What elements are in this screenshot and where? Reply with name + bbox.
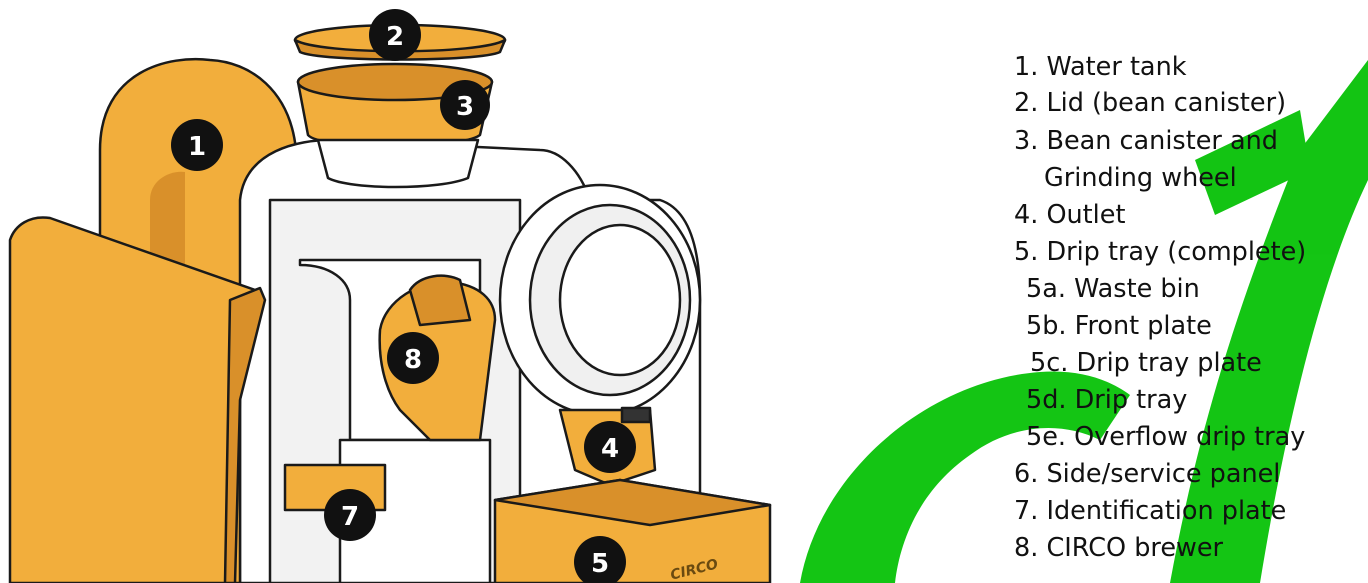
callout-badge-4: 4 — [584, 421, 636, 473]
legend-label: Identification plate — [1046, 496, 1286, 526]
callout-number: 5 — [591, 549, 609, 579]
callout-number: 1 — [188, 132, 206, 162]
legend-number: 5d. — [1026, 385, 1067, 415]
legend-number: 8. — [1014, 533, 1038, 563]
legend-number: 5c. — [1030, 348, 1068, 378]
legend-item: 5. Drip tray (complete) — [1014, 237, 1306, 267]
callout-badge-7: 7 — [324, 489, 376, 541]
legend-item: 6. Side/service panel — [1014, 459, 1280, 489]
outlet-slot — [622, 408, 650, 422]
callout-number: 2 — [386, 22, 404, 52]
legend-number: 5e. — [1026, 422, 1066, 452]
legend-number: 4. — [1014, 200, 1038, 230]
legend-number: 3. — [1014, 126, 1038, 156]
callout-badge-8: 8 — [387, 332, 439, 384]
callout-number: 3 — [456, 92, 474, 122]
legend-number: 5a. — [1026, 274, 1066, 304]
legend-label: Drip tray (complete) — [1046, 237, 1306, 267]
legend-label: Overflow drip tray — [1074, 422, 1305, 452]
callout-badge-1: 1 — [171, 119, 223, 171]
callout-badge-2: 2 — [369, 9, 421, 61]
circo-brewer-top — [410, 276, 470, 325]
legend-number: 5b. — [1026, 311, 1067, 341]
legend-label: Lid (bean canister) — [1046, 88, 1286, 118]
legend-label: Drip tray — [1075, 385, 1188, 415]
side-cylinder-face — [560, 225, 680, 375]
legend-item: 8. CIRCO brewer — [1014, 533, 1223, 563]
legend-number: 5. — [1014, 237, 1038, 267]
legend-number: 1. — [1014, 52, 1038, 82]
callout-badge-3: 3 — [440, 80, 490, 130]
legend-label: Side/service panel — [1046, 459, 1280, 489]
callout-number: 8 — [404, 345, 422, 375]
legend-item: 4. Outlet — [1014, 200, 1125, 230]
legend-label: CIRCO brewer — [1046, 533, 1223, 563]
legend-number: 6. — [1014, 459, 1038, 489]
legend-item: 5e. Overflow drip tray — [1026, 422, 1305, 452]
callout-number: 4 — [601, 434, 619, 464]
legend-number: 7. — [1014, 496, 1038, 526]
legend-label: Outlet — [1046, 200, 1125, 230]
legend-item: 3. Bean canister and — [1014, 126, 1278, 156]
legend-item: 5a. Waste bin — [1026, 274, 1200, 304]
legend-label: Drip tray plate — [1076, 348, 1261, 378]
legend-label: Bean canister and — [1046, 126, 1278, 156]
callout-number: 7 — [341, 502, 359, 532]
legend-item-continuation: Grinding wheel — [1044, 163, 1237, 193]
legend-number: 2. — [1014, 88, 1038, 118]
grinder-neck — [318, 140, 478, 187]
legend-item: 7. Identification plate — [1014, 496, 1286, 526]
legend-item: 2. Lid (bean canister) — [1014, 88, 1286, 118]
legend-item: 5c. Drip tray plate — [1030, 348, 1262, 378]
legend-label: Waste bin — [1074, 274, 1200, 304]
legend-label: Front plate — [1075, 311, 1212, 341]
legend-item: 5b. Front plate — [1026, 311, 1212, 341]
legend-label: Water tank — [1046, 52, 1186, 82]
legend-item: 5d. Drip tray — [1026, 385, 1187, 415]
legend-label: Grinding wheel — [1044, 163, 1237, 193]
legend-item: 1. Water tank — [1014, 52, 1187, 82]
